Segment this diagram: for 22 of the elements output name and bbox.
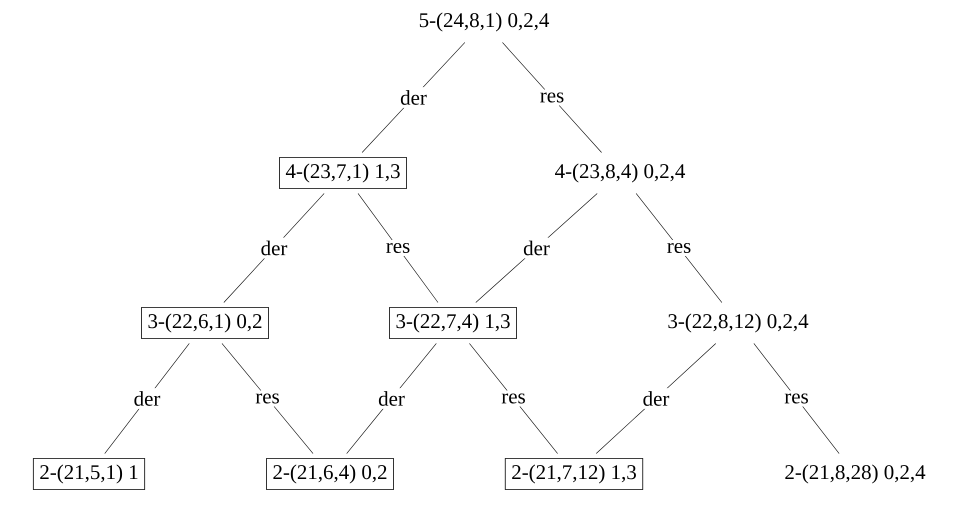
boxed-label: 2-(21,6,4) 0,2 [266,458,394,490]
plain-label: 2-(21,8,28) 0,2,4 [785,464,926,484]
edge-label: der [397,87,430,108]
plain-label: 4-(23,8,4) 0,2,4 [555,164,686,182]
boxed-label: 3-(22,7,4) 1,3 [389,307,517,339]
plain-label: 5-(24,8,1) 0,2,4 [420,12,550,32]
edge-label: res [498,390,529,407]
edge-label: res [664,240,694,256]
edge-label: der [640,388,672,409]
edge-label: res [252,390,283,407]
edge-label: res [382,240,414,256]
edge-label: der [258,238,290,258]
plain-label: 3-(22,8,12) 0,2,4 [668,314,808,332]
boxed-label: 2-(21,5,1) 1 [32,458,146,490]
edge-label: res [781,390,812,407]
edge-label: der [375,388,408,409]
edge-label: der [520,238,553,258]
edge-label: res [536,89,568,106]
boxed-label: 3-(22,6,1) 0,2 [141,307,269,339]
edge-label: der [130,388,164,409]
boxed-label: 2-(21,7,12) 1,3 [504,458,644,490]
boxed-label: 4-(23,7,1) 1,3 [279,157,407,189]
